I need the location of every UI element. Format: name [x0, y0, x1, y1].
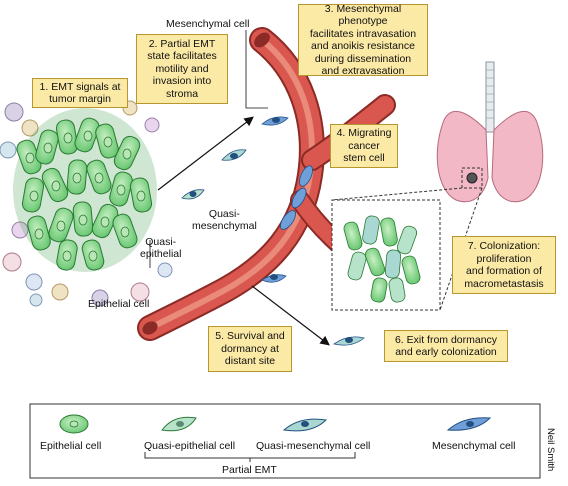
- legend-group-label: Partial EMT: [222, 464, 277, 476]
- mesenchymal-cell-label: Mesenchymal cell: [166, 18, 250, 30]
- step-4-box: 4. Migrating cancer stem cell: [330, 124, 398, 168]
- lungs: [331, 61, 544, 311]
- step-3-box: 3. Mesenchymal phenotype facilitates int…: [298, 3, 428, 77]
- migrating-cells: [157, 116, 365, 346]
- legend-label-mesenchymal: Mesenchymal cell: [432, 440, 516, 452]
- legend-label-epithelial: Epithelial cell: [40, 440, 102, 452]
- quasi-mesenchymal-label: Quasi- mesenchymal: [192, 208, 257, 232]
- step-5-box: 5. Survival and dormancy at distant site: [208, 326, 292, 372]
- metastasis-inset: [331, 199, 441, 311]
- step-1-box: 1. EMT signals at tumor margin: [32, 78, 128, 108]
- step-6-box: 6. Exit from dormancy and early coloniza…: [384, 330, 508, 362]
- quasi-epithelial-label: Quasi- epithelial: [140, 236, 182, 260]
- author-credit: Neil Smith: [545, 428, 556, 472]
- step-2-box: 2. Partial EMT state facilitates motilit…: [136, 34, 228, 104]
- epithelial-cell-label: Epithelial cell: [88, 298, 150, 310]
- legend-label-quasi-epithelial: Quasi-epithelial cell: [144, 440, 236, 452]
- legend-label-quasi-mesenchymal: Quasi-mesenchymal cell: [256, 440, 371, 452]
- mesenchymal-leader: [245, 30, 268, 109]
- stroma-cells: [0, 100, 173, 307]
- primary-tumor: [13, 108, 157, 272]
- step-7-box: 7. Colonization: proliferation and forma…: [452, 236, 556, 294]
- legend: [29, 403, 541, 479]
